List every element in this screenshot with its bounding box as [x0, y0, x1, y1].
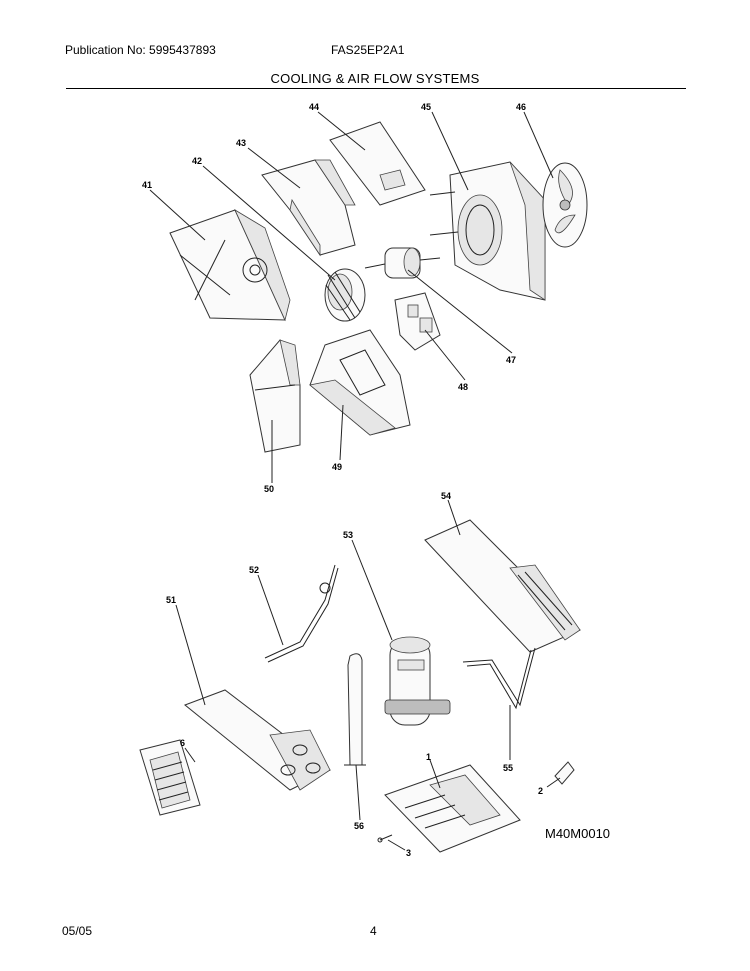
publication-number: Publication No: 5995437893: [65, 43, 216, 57]
callout-49: 49: [332, 462, 343, 472]
callout-42: 42: [192, 156, 203, 166]
part-42-blower-wheel: [324, 268, 366, 322]
callout-47: 47: [506, 355, 517, 365]
part-6-grille: [139, 739, 201, 816]
part-50-side-duct: [249, 339, 301, 453]
figure-id: M40M0010: [545, 826, 611, 841]
part-3-screw: [377, 834, 393, 843]
leader-lines: [149, 111, 561, 851]
part-52-capillary-tube: [264, 564, 339, 663]
section-title: COOLING & AIR FLOW SYSTEMS: [270, 71, 480, 86]
part-47-motor: [364, 247, 441, 279]
callout-54: 54: [441, 491, 452, 501]
callout-45: 45: [421, 102, 432, 112]
callout-44: 44: [309, 102, 320, 112]
part-44-cover-plate: [329, 121, 426, 206]
part-49-base-housing: [309, 329, 411, 436]
part-46-fan-blade: [542, 162, 588, 248]
callout-43: 43: [236, 138, 247, 148]
callout-41: 41: [142, 180, 153, 190]
callout-6: 6: [180, 738, 186, 748]
footer-date: 05/05: [62, 924, 93, 938]
callout-2: 2: [538, 786, 544, 796]
part-54-condenser-coil: [424, 519, 581, 653]
callout-52: 52: [249, 565, 260, 575]
callout-53: 53: [343, 530, 354, 540]
part-2-clip: [554, 761, 575, 785]
callout-3: 3: [406, 848, 412, 858]
part-56-discharge-tube: [344, 653, 366, 766]
callout-55: 55: [503, 763, 514, 773]
callout-56: 56: [354, 821, 365, 831]
header-rule: [66, 88, 686, 89]
callout-50: 50: [264, 484, 275, 494]
part-43-housing: [261, 159, 356, 257]
part-51-evaporator-coil: [184, 689, 331, 791]
page-number: 4: [370, 924, 377, 938]
callout-51: 51: [166, 595, 177, 605]
callout-1: 1: [426, 752, 432, 762]
part-41-panel: [169, 208, 291, 322]
model-number: FAS25EP2A1: [331, 43, 405, 57]
callout-46: 46: [516, 102, 527, 112]
part-53-compressor: [384, 636, 451, 726]
part-1-base-pan: [384, 764, 521, 853]
part-55-tubing: [462, 647, 536, 710]
part-45-shroud: [429, 161, 546, 301]
part-48-motor-bracket: [394, 292, 441, 351]
callout-48: 48: [458, 382, 469, 392]
